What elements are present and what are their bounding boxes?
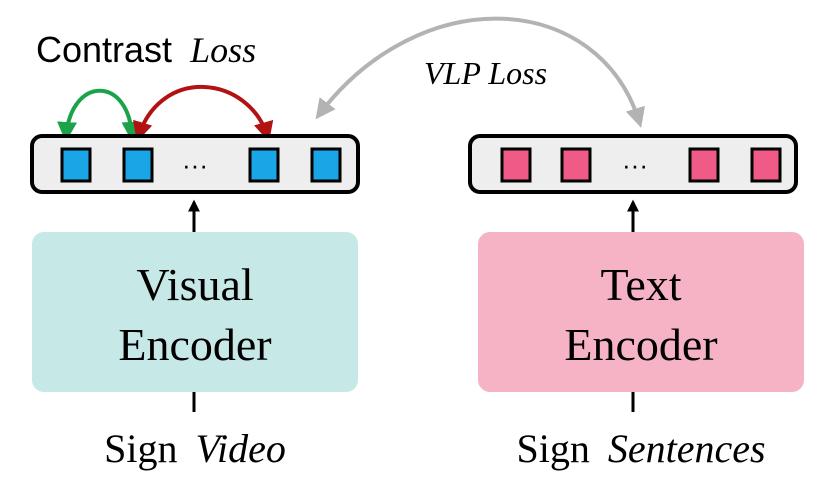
visual-encoder-box xyxy=(32,232,358,392)
contrast-label-italic: Loss xyxy=(189,30,256,70)
contrast-red-arrow xyxy=(133,85,274,142)
text-encoder-box xyxy=(478,232,804,392)
sign-video-plain: Sign xyxy=(104,426,177,471)
text-token-1 xyxy=(500,147,532,183)
text-token-3 xyxy=(688,147,720,183)
contrast-green-arrow xyxy=(57,88,142,142)
sign-video-label: Sign Video xyxy=(104,426,286,471)
visual-token-3 xyxy=(248,147,280,183)
sign-sentences-label: Sign Sentences xyxy=(516,426,765,471)
text-token-4 xyxy=(750,147,782,183)
text-token-2 xyxy=(560,147,592,183)
contrast-label-plain: Contrast xyxy=(36,29,172,70)
visual-token-4 xyxy=(310,147,342,183)
visual-token-1 xyxy=(60,147,92,183)
vlp-loss-label: VLP Loss xyxy=(424,55,547,91)
visual-ellipsis: ··· xyxy=(182,150,208,180)
sign-sentences-plain: Sign xyxy=(516,426,589,471)
text-encoder-subtitle: Encoder xyxy=(564,319,717,370)
visual-token-2 xyxy=(122,147,154,183)
sign-video-italic: Video xyxy=(196,426,286,471)
vlp-arrow xyxy=(315,16,645,128)
contrast-loss-label: Contrast Loss xyxy=(36,29,256,70)
visual-encoder-title: Visual xyxy=(136,259,253,310)
visual-encoder-subtitle: Encoder xyxy=(118,319,271,370)
sign-sentences-italic: Sentences xyxy=(608,426,766,471)
text-encoder-title: Text xyxy=(600,259,681,310)
text-ellipsis: ··· xyxy=(622,150,648,180)
